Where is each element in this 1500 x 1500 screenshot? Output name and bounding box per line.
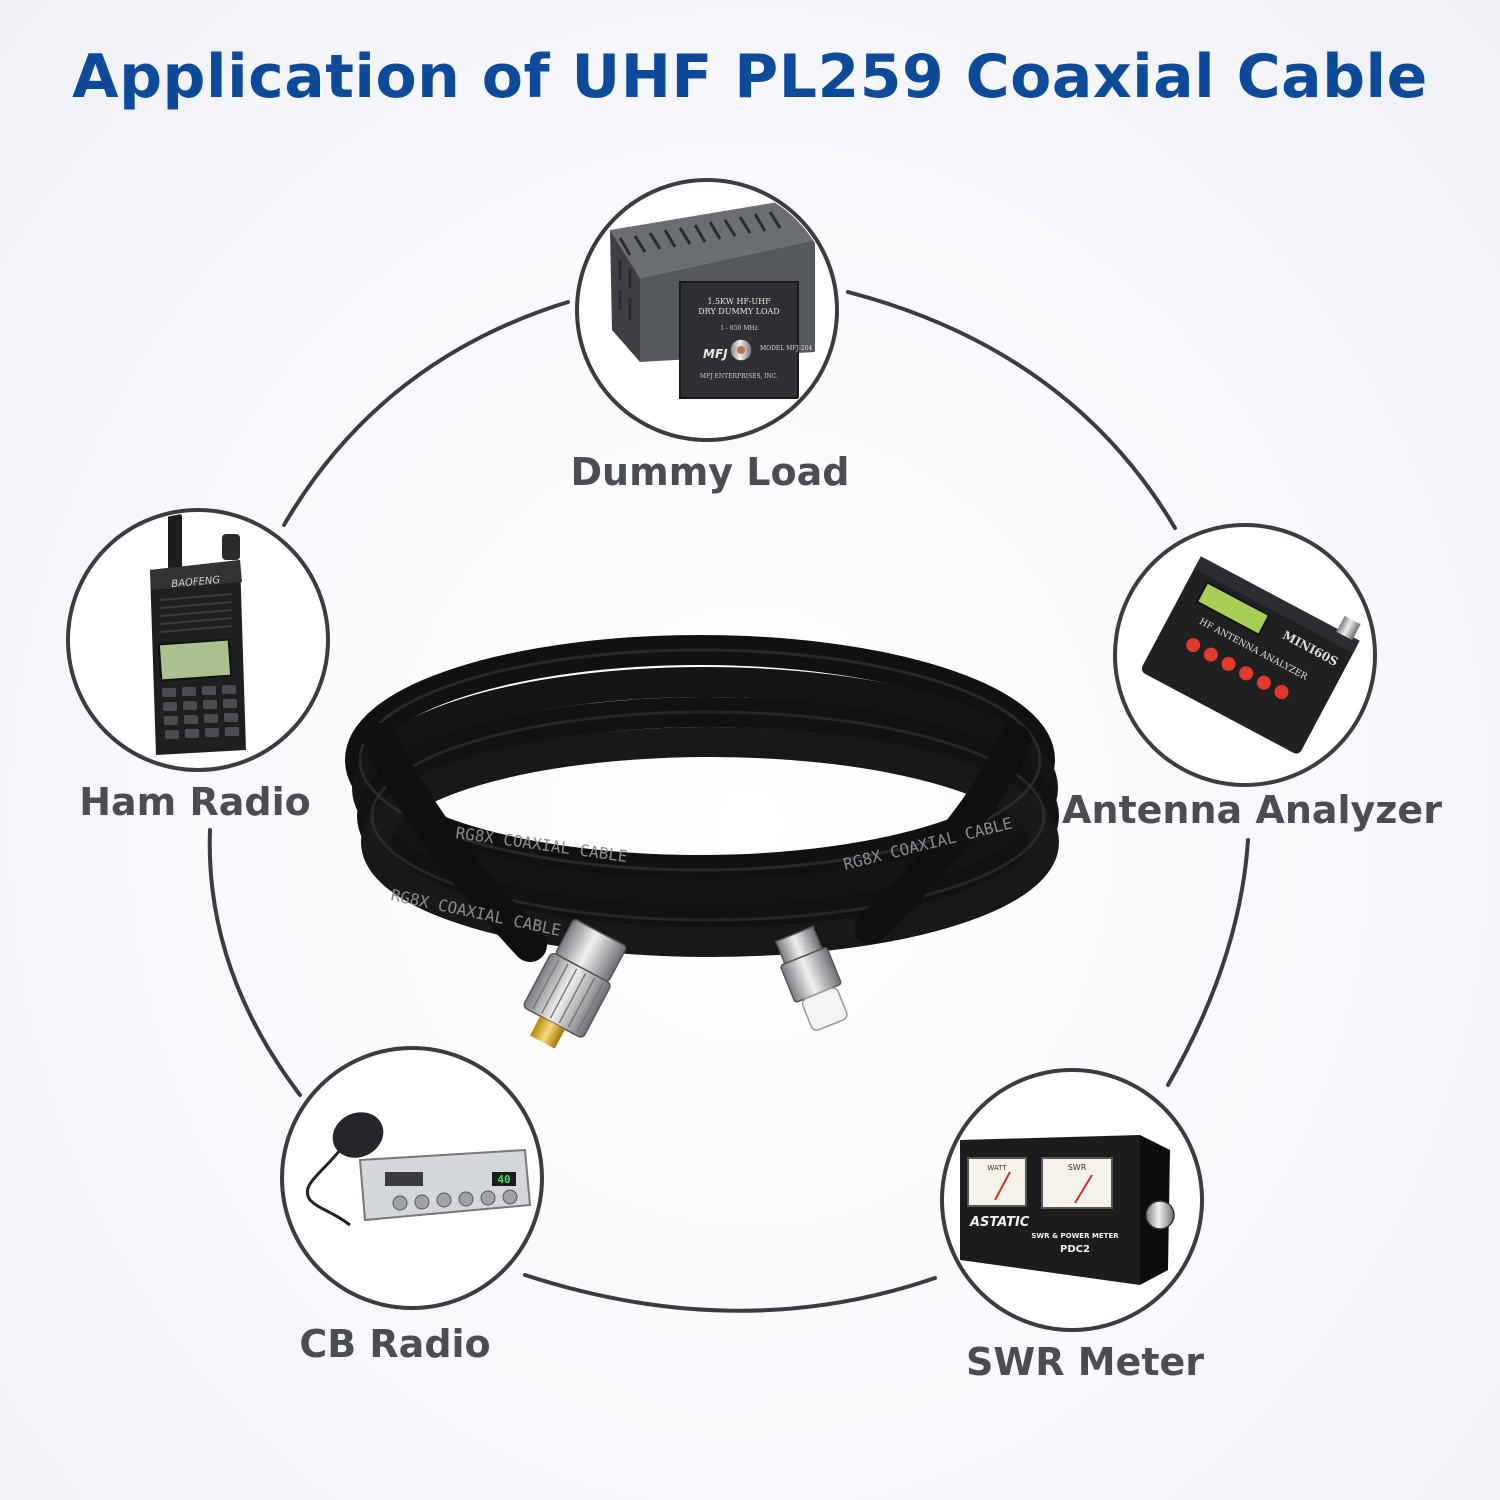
dummy-load-text3: 1 - 650 MHz [720,325,758,332]
page-title: Application of UHF PL259 Coaxial Cable [72,42,1428,112]
swr-model: PDC2 [1060,1244,1090,1255]
dummy-load-text1: 1.5KW HF-UHF [707,297,771,306]
dummy-load-model: MODEL MFJ-264 [760,345,813,352]
swr-text1: SWR & POWER METER [1031,1232,1119,1240]
ham-radio-brand: BAOFENG [171,575,221,590]
cb-radio-display: 40 [497,1173,510,1186]
ring-arc-right [1166,838,1250,1087]
walkie-talkie-icon: BAOFENG [150,513,246,755]
device-cb-radio: 40 [280,1046,544,1310]
label-antenna-analyzer: Antenna Analyzer [1062,788,1442,832]
dummy-load-icon: 1.5KW HF-UHF DRY DUMMY LOAD 1 - 650 MHz … [610,200,815,399]
female-connector [774,925,848,1031]
pl259-connector [523,919,627,1049]
ring-arc-top-left [282,300,570,527]
swr-brand: ASTATIC [969,1215,1030,1230]
dummy-load-maker: MFJ ENTERPRISES, INC. [700,373,778,380]
coaxial-cable: RG8X COAXIAL CABLE RG8X COAXIAL CABLE RG… [345,635,1059,1049]
device-swr-meter: WATT SWR ASTATIC SWR & POWER METER PDC2 [940,1068,1204,1332]
device-antenna-analyzer: MINI60S HF ANTENNA ANALYZER [1113,523,1377,787]
device-ham-radio: BAOFENG [66,508,330,772]
connection-ring [207,290,1250,1313]
swr-meter2-label: SWR [1068,1163,1087,1172]
ring-arc-top-right [846,290,1177,530]
antenna-analyzer-icon: MINI60S HF ANTENNA ANALYZER [1141,556,1361,754]
label-ham-radio: Ham Radio [79,780,311,824]
dummy-load-brand: MFJ [703,347,728,361]
swr-meter1-label: WATT [987,1164,1007,1172]
label-swr-meter: SWR Meter [965,1340,1205,1384]
ring-arc-bottom [523,1273,937,1313]
dummy-load-text2: DRY DUMMY LOAD [698,307,779,316]
swr-meter-icon: WATT SWR ASTATIC SWR & POWER METER PDC2 [960,1135,1175,1285]
cb-radio-icon: 40 [305,1112,532,1227]
device-dummy-load: 1.5KW HF-UHF DRY DUMMY LOAD 1 - 650 MHz … [575,178,839,442]
label-cb-radio: CB Radio [299,1322,491,1366]
label-dummy-load: Dummy Load [570,450,850,494]
ring-arc-left [207,828,302,1097]
